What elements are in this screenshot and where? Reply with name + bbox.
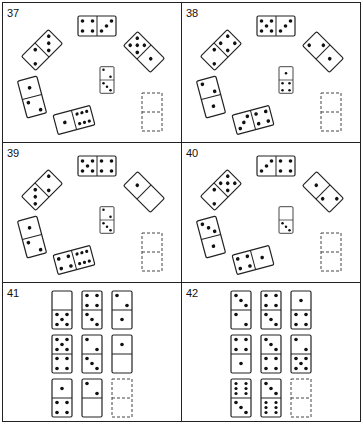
puzzle-number: 41 <box>7 288 19 299</box>
puzzle-panel: 41 <box>2 282 182 422</box>
puzzle-number: 38 <box>186 8 198 19</box>
puzzle-number: 39 <box>7 148 19 159</box>
puzzle-panel: 37 <box>2 2 182 143</box>
puzzle-panel: 38 <box>181 2 361 143</box>
puzzle-panel: 42 <box>181 282 361 422</box>
puzzle-number: 40 <box>186 148 198 159</box>
puzzle-number: 42 <box>186 288 198 299</box>
puzzle-number: 37 <box>7 8 19 19</box>
puzzle-panel: 39 <box>2 142 182 283</box>
puzzle-panel: 40 <box>181 142 361 283</box>
